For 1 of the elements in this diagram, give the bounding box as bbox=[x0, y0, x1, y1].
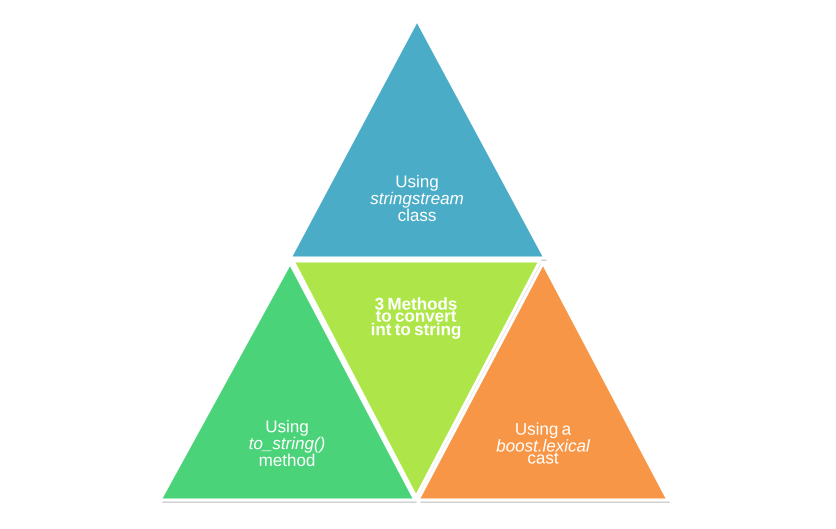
triangle: Using stringstream class bbox=[288, 18, 547, 261]
